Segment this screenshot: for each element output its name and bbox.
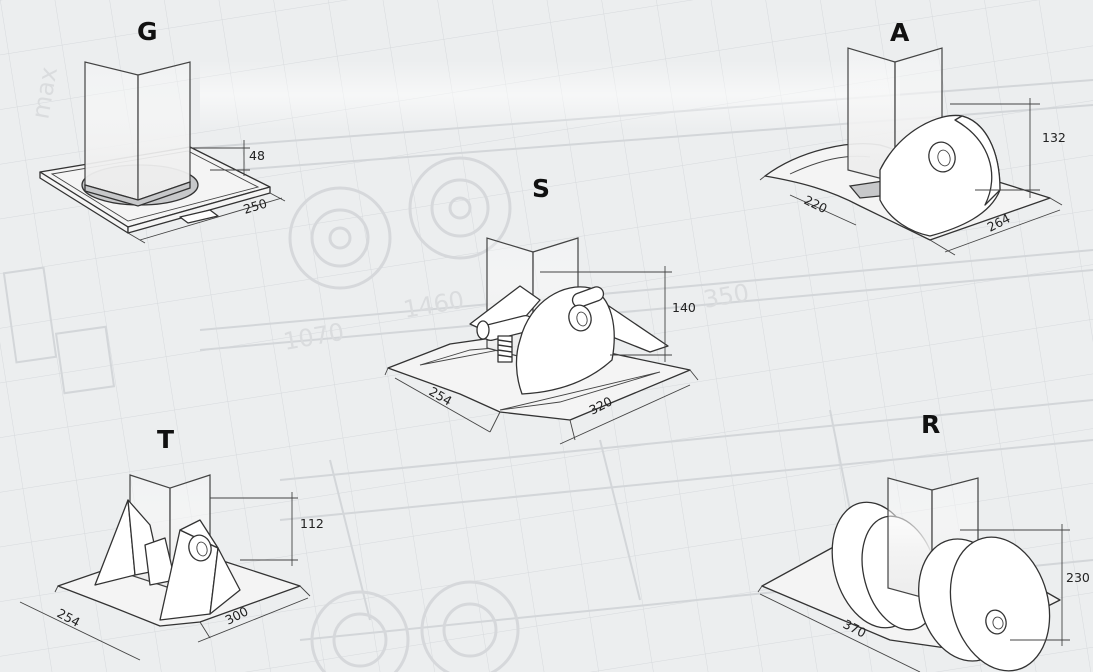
panel-label-a: A bbox=[890, 18, 910, 47]
dim-g-height: 48 bbox=[249, 148, 265, 163]
base-s-drawing bbox=[384, 237, 699, 445]
dim-a-width: 220 bbox=[802, 192, 830, 216]
panel-label-s: S bbox=[532, 174, 551, 203]
dim-s-height: 140 bbox=[672, 300, 696, 315]
base-r-drawing bbox=[757, 477, 1070, 672]
panel-label-g: G bbox=[137, 17, 158, 46]
dim-r-height: 230 bbox=[1066, 570, 1090, 585]
base-t-drawing bbox=[19, 474, 311, 661]
dim-a-height: 132 bbox=[1042, 130, 1066, 145]
panel-label-r: R bbox=[921, 410, 941, 439]
panel-label-t: T bbox=[157, 425, 175, 454]
dim-g-width: 250 bbox=[241, 196, 268, 217]
base-a-drawing bbox=[759, 47, 1063, 256]
dim-t-width: 254 bbox=[55, 605, 83, 629]
dim-t-height: 112 bbox=[300, 516, 324, 531]
base-g-drawing bbox=[39, 61, 286, 244]
